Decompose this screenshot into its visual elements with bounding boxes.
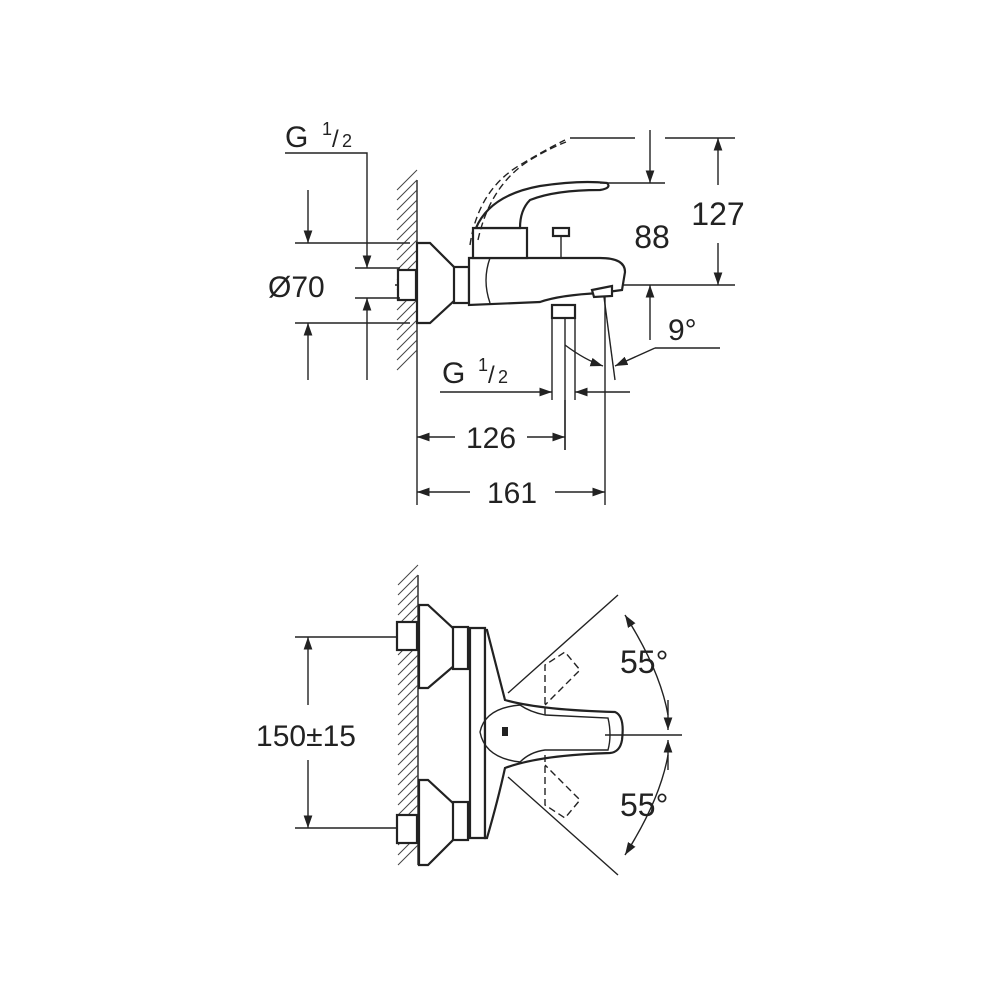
hatch-line — [397, 784, 419, 806]
top-view: 55° 55° 150±15 — [256, 564, 682, 876]
hatch-line — [397, 794, 419, 816]
hatch-line — [396, 209, 418, 231]
lever-ghost — [469, 139, 566, 246]
hatch-line — [396, 179, 418, 201]
side-view: G 1 / 2 Ø70 127 88 9° G 1 / 2 — [268, 119, 745, 510]
lever-ghost-down — [544, 755, 581, 819]
angle-down-label: 55° — [620, 787, 668, 823]
hatch-line — [396, 349, 418, 371]
hatch-line — [396, 189, 418, 211]
svg-text:/: / — [332, 126, 339, 153]
bottom-outlet — [550, 303, 577, 320]
hatch-line — [397, 694, 419, 716]
lever-ghost-up — [544, 651, 581, 715]
mixer-body — [467, 256, 627, 307]
hatch-line — [396, 199, 418, 221]
hatch-line — [397, 574, 419, 596]
hatch-line — [397, 774, 419, 796]
thread-top-label: G — [285, 121, 308, 154]
svg-text:1: 1 — [322, 119, 332, 139]
hatch-line — [396, 309, 418, 331]
depth-outlet-label: 126 — [466, 422, 516, 455]
hatch-line — [396, 329, 418, 351]
inlet-connector-lower — [395, 813, 419, 845]
nut — [452, 265, 471, 305]
inlet-connector-upper — [395, 620, 419, 652]
hatch-line — [397, 654, 419, 676]
escutcheon-upper — [417, 603, 457, 690]
lever — [474, 180, 610, 230]
mixer-body — [468, 626, 487, 840]
hatch-line — [397, 734, 419, 756]
hatch-line — [396, 219, 418, 241]
hatch-line — [397, 704, 419, 726]
depth-spout-label: 161 — [487, 477, 537, 510]
svg-text:/: / — [488, 362, 495, 389]
hatch-line — [397, 674, 419, 696]
hatch-line — [397, 664, 419, 686]
inlet-connector — [396, 268, 418, 302]
hatch-line — [397, 684, 419, 706]
escutcheon-lower — [417, 778, 457, 867]
escutcheon — [415, 241, 457, 325]
height-lever-label: 88 — [634, 219, 670, 255]
angle-up-label: 55° — [620, 644, 668, 680]
hatch-line — [396, 239, 418, 261]
lever-body — [483, 628, 624, 840]
hatch-line — [396, 249, 418, 271]
inlet-spacing-label: 150±15 — [256, 720, 356, 753]
hatch-line — [397, 754, 419, 776]
angle-label: 9° — [668, 314, 697, 347]
hatch-line — [397, 844, 419, 866]
thread-bottom-label: G — [442, 357, 465, 390]
svg-text:1: 1 — [478, 355, 488, 375]
hatch-line — [397, 744, 419, 766]
nut-upper — [451, 625, 470, 671]
nut-lower — [451, 800, 470, 842]
hatch-line — [397, 724, 419, 746]
hatch-line — [396, 299, 418, 321]
hatch-line — [397, 564, 419, 586]
hatch-line — [397, 714, 419, 736]
hatch-line — [396, 339, 418, 361]
svg-text:2: 2 — [498, 367, 508, 387]
lever-handle — [479, 704, 611, 763]
hatch-line — [396, 169, 418, 191]
svg-text:2: 2 — [342, 131, 352, 151]
hatch-line — [396, 229, 418, 251]
hatch-line — [397, 584, 419, 606]
hatch-line — [397, 764, 419, 786]
hatch-line — [397, 594, 419, 616]
lever-base — [471, 226, 529, 260]
hatch-line — [396, 319, 418, 341]
diverter-knob — [551, 226, 571, 238]
aerator — [590, 284, 614, 299]
diameter-label: Ø70 — [268, 271, 325, 304]
height-total-label: 127 — [691, 196, 744, 232]
